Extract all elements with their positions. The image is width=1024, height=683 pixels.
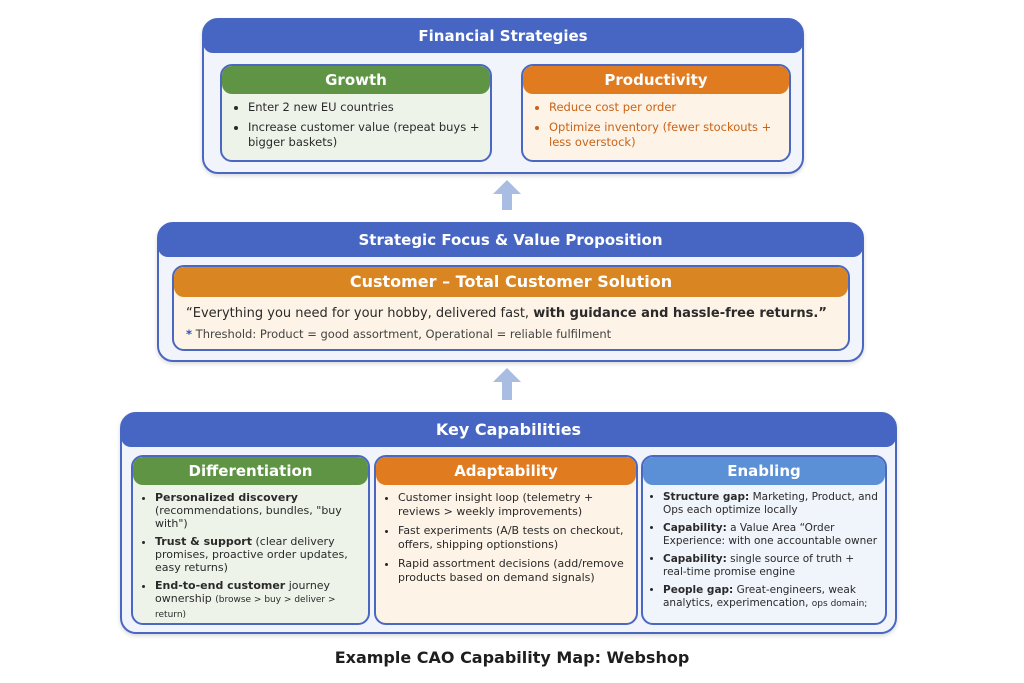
bullet-text: Increase customer value (repeat buys + b… bbox=[248, 120, 480, 149]
growth-card: Growth Enter 2 new EU countriesIncrease … bbox=[220, 64, 492, 162]
bullet-item: Personalized discovery (recommendations,… bbox=[155, 491, 360, 530]
bullet-text: Customer insight loop (telemetry + revie… bbox=[398, 491, 594, 518]
card-title: Growth bbox=[222, 66, 490, 94]
up-arrow-icon bbox=[493, 368, 521, 382]
panel-title: Financial Strategies bbox=[203, 19, 803, 53]
bullet-bold-text: Structure gap: bbox=[663, 491, 750, 503]
bullet-item: Optimize inventory (fewer stockouts + le… bbox=[549, 120, 781, 150]
productivity-card: Productivity Reduce cost per orderOptimi… bbox=[521, 64, 791, 162]
threshold-note: * Threshold: Product = good assortment, … bbox=[186, 327, 612, 341]
bullet-bold-text: Personalized discovery bbox=[155, 491, 298, 504]
bullet-bold-text: Capability: bbox=[663, 553, 727, 565]
bullet-item: Trust & support (clear delivery promises… bbox=[155, 535, 360, 574]
bullet-text: Enter 2 new EU countries bbox=[248, 100, 394, 114]
bullet-text: journey ownership bbox=[155, 579, 331, 605]
arrow-shaft bbox=[502, 194, 512, 210]
bullet-item: End-to-end customer journey ownership (b… bbox=[155, 579, 360, 622]
bullet-item: People gap: Great-engineers, weak analyt… bbox=[663, 584, 881, 611]
bullet-bold-text: Capability: bbox=[663, 522, 727, 534]
bullet-item: Customer insight loop (telemetry + revie… bbox=[398, 491, 628, 519]
bullet-item: Enter 2 new EU countries bbox=[248, 100, 482, 115]
bullet-list: Enter 2 new EU countriesIncrease custome… bbox=[222, 100, 490, 150]
bullet-small-text: ops domain; bbox=[811, 599, 868, 609]
bullet-text: (recommendations, bundles, "buy with") bbox=[155, 504, 342, 530]
bullet-list: Customer insight loop (telemetry + revie… bbox=[376, 491, 636, 585]
bullet-small-text: (browse > buy > deliver > return) bbox=[155, 595, 336, 620]
bullet-item: Rapid assortment decisions (add/remove p… bbox=[398, 557, 628, 585]
key-capabilities-panel: Key Capabilities Differentiation Persona… bbox=[120, 412, 897, 634]
bullet-text: a Value Area “Order Experience: with one… bbox=[663, 522, 878, 547]
differentiation-card: Differentiation Personalized discovery (… bbox=[131, 455, 370, 625]
card-title: Enabling bbox=[643, 457, 885, 485]
card-title: Differentiation bbox=[133, 457, 368, 485]
financial-strategies-panel: Financial Strategies Growth Enter 2 new … bbox=[202, 18, 804, 174]
bullet-list: Structure gap: Marketing, Product, and O… bbox=[643, 491, 885, 611]
diagram-caption: Example CAO Capability Map: Webshop bbox=[334, 648, 690, 667]
card-title: Adaptability bbox=[376, 457, 636, 485]
panel-title: Strategic Focus & Value Proposition bbox=[158, 223, 863, 257]
bullet-bold-text: End-to-end customer bbox=[155, 579, 286, 592]
bullet-item: Reduce cost per order bbox=[549, 100, 781, 115]
bullet-item: Capability: a Value Area “Order Experien… bbox=[663, 522, 881, 548]
bullet-text: Rapid assortment decisions (add/remove p… bbox=[398, 557, 624, 584]
bullet-text: Reduce cost per order bbox=[549, 100, 677, 114]
bullet-text: (clear delivery promises, proactive orde… bbox=[155, 535, 348, 574]
enabling-card: Enabling Structure gap: Marketing, Produ… bbox=[641, 455, 887, 625]
bullet-list: Reduce cost per orderOptimize inventory … bbox=[523, 100, 789, 150]
bullet-item: Capability: single source of truth + rea… bbox=[663, 553, 881, 579]
up-arrow-icon bbox=[493, 180, 521, 194]
bullet-item: Increase customer value (repeat buys + b… bbox=[248, 120, 482, 150]
bullet-text: Marketing, Product, and Ops each optimiz… bbox=[663, 491, 878, 516]
bullet-list: Personalized discovery (recommendations,… bbox=[133, 491, 368, 622]
bullet-bold-text: People gap: bbox=[663, 584, 734, 596]
card-title: Productivity bbox=[523, 66, 789, 94]
strategic-focus-panel: Strategic Focus & Value Proposition Cust… bbox=[157, 222, 864, 362]
customer-solution-card: Customer – Total Customer Solution “Ever… bbox=[172, 265, 850, 351]
adaptability-card: Adaptability Customer insight loop (tele… bbox=[374, 455, 638, 625]
bullet-bold-text: Trust & support bbox=[155, 535, 252, 548]
bullet-item: Structure gap: Marketing, Product, and O… bbox=[663, 491, 881, 517]
card-title: Customer – Total Customer Solution bbox=[174, 267, 848, 297]
bullet-text: Great-engineers, weak analytics, experim… bbox=[663, 584, 856, 609]
panel-title: Key Capabilities bbox=[121, 413, 896, 447]
bullet-text: single source of truth + real-time promi… bbox=[663, 553, 855, 578]
bullet-text: Fast experiments (A/B tests on checkout,… bbox=[398, 524, 624, 551]
bullet-item: Fast experiments (A/B tests on checkout,… bbox=[398, 524, 628, 552]
arrow-shaft bbox=[502, 382, 512, 400]
value-proposition-quote: “Everything you need for your hobby, del… bbox=[186, 306, 827, 321]
bullet-text: Optimize inventory (fewer stockouts + le… bbox=[549, 120, 772, 149]
